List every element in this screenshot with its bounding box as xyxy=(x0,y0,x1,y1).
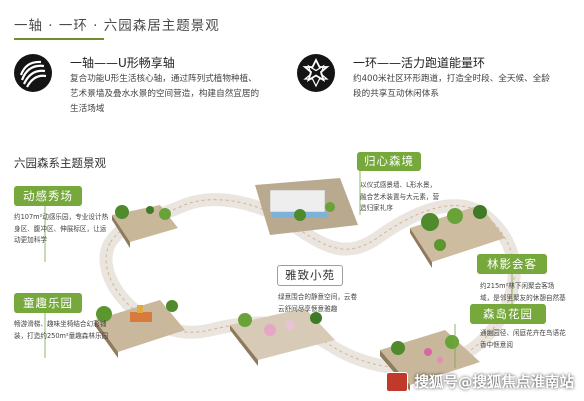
garden-label-playground: 童趣乐园 xyxy=(14,293,82,313)
garden-label-elegant: 雅致小苑 xyxy=(277,265,343,286)
page-title: 一轴 · 一环 · 六园森居主题景观 xyxy=(14,18,220,34)
garden-desc-elegant: 绿意围合的静意空间，云卷云舒间尽享惬意雅趣 xyxy=(278,293,358,313)
garden-label-dynamic: 动感秀场 xyxy=(14,186,82,206)
garden-desc-dynamic: 约107m²动感乐园，专业设计热身区、腹冲区、伸展标区，让运动更加科学 xyxy=(14,213,109,244)
section-subtitle: 六园森系主题景观 xyxy=(14,156,106,170)
garden-label-island: 森岛花园 xyxy=(470,304,546,324)
garden-label-forest-lounge: 林影会客 xyxy=(477,254,547,274)
sohu-logo-icon xyxy=(386,372,408,392)
garden-desc-island: 通幽园径、闲庭花卉在鸟语花香中惬意阅 xyxy=(480,329,566,349)
garden-patch-forest-lounge xyxy=(410,205,505,268)
axis-heading: 一轴——U形畅享轴 xyxy=(70,56,175,70)
ring-body: 约400米社区环形跑道，打造全时段、全天候、全龄段的共享互动休闲体系 xyxy=(353,74,550,99)
garden-patch-dynamic xyxy=(112,205,178,248)
star-circle-icon xyxy=(297,54,335,92)
axis-body: 复合功能U形生活核心轴，通过阵列式植物种植、艺术景墙及叠水水景的空间营造，构建自… xyxy=(70,74,260,114)
garden-patch-playground xyxy=(95,300,185,358)
watermark: 搜狐号@搜狐焦点淮南站 xyxy=(414,375,575,391)
garden-patch-elegant xyxy=(230,308,335,366)
title-underline xyxy=(14,38,104,40)
stripes-circle-icon xyxy=(14,54,52,92)
garden-desc-playground: 畅游滑梯、趣味坐椅结合幻彩铺装，打造约250m²童趣森林乐园 xyxy=(14,320,109,340)
ring-heading: 一环——活力跑道能量环 xyxy=(353,56,486,70)
garden-label-homecoming: 归心森境 xyxy=(357,152,421,171)
garden-desc-homecoming: 以仪式感景墙、L形水景，融合艺术装置与大元素，营造归家礼序 xyxy=(360,181,440,212)
garden-patch-homecoming xyxy=(255,178,358,235)
